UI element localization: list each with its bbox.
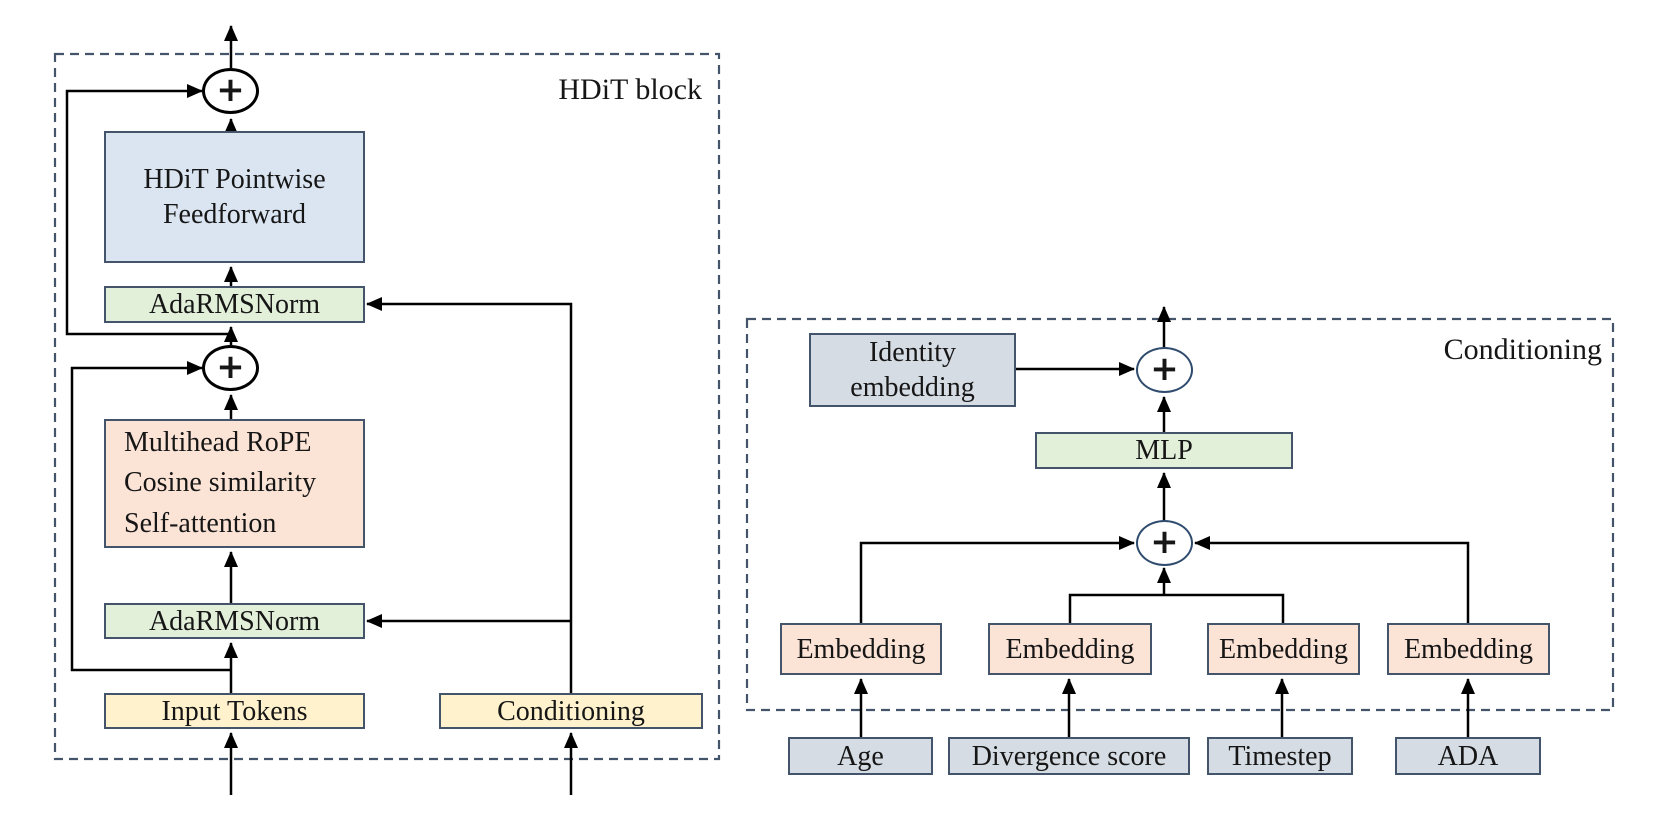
- add-node-conditioning-bottom: +: [1136, 520, 1193, 566]
- plus-sign: +: [216, 70, 245, 110]
- embedding-box-timestep: Embedding: [1207, 623, 1360, 675]
- input-tokens-box: Input Tokens: [104, 693, 365, 729]
- mlp-label: MLP: [1135, 435, 1193, 466]
- embedding1-bus: [859, 536, 1135, 623]
- plus-sign: +: [1150, 522, 1179, 562]
- conditioning-input-box: Conditioning: [439, 693, 703, 729]
- skip-connection-outer: [65, 84, 231, 336]
- identity-embedding-box: Identity embedding: [809, 333, 1016, 407]
- input-box-timestep: Timestep: [1207, 737, 1353, 775]
- embedding4-bus: [1194, 536, 1470, 623]
- conditioning-block-title: Conditioning: [1443, 333, 1602, 366]
- attention-label-line2: Cosine similarity: [124, 467, 317, 499]
- conditioning-wire-main: [366, 297, 573, 693]
- embedding-box-divergence: Embedding: [988, 623, 1152, 675]
- input-label-divergence-score: Divergence score: [971, 740, 1167, 772]
- mlp-box: MLP: [1035, 432, 1293, 469]
- input-box-divergence-score: Divergence score: [948, 737, 1190, 775]
- add-node-hdit-middle: +: [202, 345, 259, 391]
- feedforward-label-line1: HDiT Pointwise: [143, 164, 326, 195]
- embedding-label: Embedding: [1403, 633, 1534, 665]
- input-label-ada: ADA: [1437, 740, 1499, 772]
- embedding-label: Embedding: [1005, 633, 1135, 665]
- plus-sign: +: [1150, 349, 1179, 389]
- adarmsnorm-bottom-box: AdaRMSNorm: [104, 603, 365, 639]
- identity-embedding-line1: Identity: [868, 337, 957, 368]
- embedding-box-ada: Embedding: [1387, 623, 1550, 675]
- hdit-block-dashed-border: [53, 52, 721, 761]
- identity-embedding-line2: embedding: [850, 372, 975, 403]
- input-tokens-label: Input Tokens: [161, 695, 308, 727]
- embedding-box-age: Embedding: [780, 623, 942, 675]
- input-box-ada: ADA: [1395, 737, 1541, 775]
- skip-connection-inner: [70, 361, 231, 672]
- plus-sign: +: [216, 347, 245, 387]
- embedding-label: Embedding: [1218, 633, 1349, 665]
- input-box-age: Age: [788, 737, 933, 775]
- conditioning-block-dashed-border: [745, 317, 1615, 712]
- attention-label-line3: Self-attention: [124, 507, 277, 539]
- hdit-connectors: [65, 25, 578, 795]
- input-label-age: Age: [837, 740, 884, 772]
- add-node-hdit-top: +: [202, 68, 259, 114]
- adarmsnorm-bottom-label: AdaRMSNorm: [148, 605, 321, 637]
- adarmsnorm-top-box: AdaRMSNorm: [104, 286, 365, 323]
- conditioning-input-label: Conditioning: [497, 695, 645, 727]
- embedding-label: Embedding: [796, 633, 926, 665]
- adarmsnorm-top-label: AdaRMSNorm: [148, 289, 321, 320]
- embedding23-bus: [1068, 593, 1285, 623]
- feedforward-label-line2: Feedforward: [162, 199, 307, 230]
- attention-label-line1: Multihead RoPE: [124, 426, 312, 458]
- hdit-block-title: HDiT block: [558, 73, 702, 106]
- conditioning-connectors: [854, 306, 1475, 737]
- hdit-feedforward-box: HDiT Pointwise Feedforward: [104, 131, 365, 263]
- attention-box: Multihead RoPE Cosine similarity Self-at…: [104, 419, 365, 548]
- input-label-timestep: Timestep: [1228, 740, 1332, 772]
- add-node-conditioning-top: +: [1136, 347, 1193, 393]
